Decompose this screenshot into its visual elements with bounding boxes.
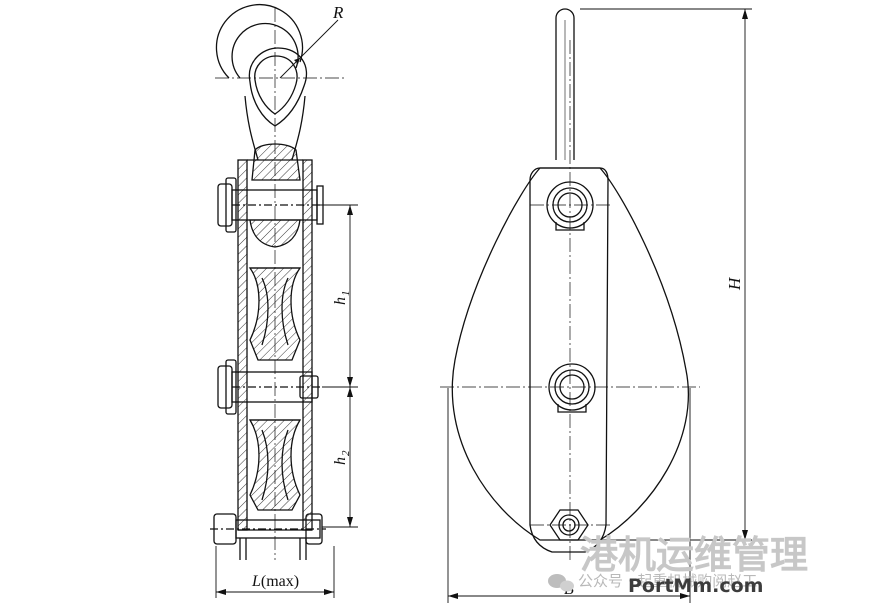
watermark-channel: 公众号 · 起重机械购阅赵工	[578, 572, 757, 590]
hook-eye	[215, 4, 308, 161]
watermark-main: 港机运维管理	[580, 533, 808, 577]
svg-text:h: h	[332, 457, 349, 465]
watermark-site: PortMm.com	[628, 575, 763, 597]
h1-label: h 1	[332, 291, 352, 306]
bottom-bolt	[210, 513, 326, 560]
middle-sheave	[248, 267, 302, 361]
middle-pin	[217, 359, 320, 415]
h2-label: h 2	[332, 450, 352, 465]
radius-callout: R	[279, 3, 344, 79]
upper-saddle	[251, 143, 301, 181]
length-dimension	[215, 546, 335, 598]
right-side-plate	[302, 159, 313, 531]
wechat-icon	[548, 574, 574, 592]
inner-strap	[529, 167, 609, 553]
height-label: H	[725, 276, 744, 291]
side-view-centerlines	[215, 8, 345, 560]
hook-shank	[555, 8, 575, 160]
left-side-plate	[237, 159, 248, 531]
side-view	[210, 4, 326, 560]
radius-label: R	[332, 3, 344, 22]
front-view-centerlines	[440, 40, 700, 560]
svg-text:1: 1	[340, 291, 352, 297]
middle-bushing	[548, 363, 596, 413]
svg-text:2: 2	[340, 450, 352, 456]
h-dimensions	[320, 204, 358, 528]
length-label: L(max)	[251, 573, 299, 590]
height-dimension	[580, 8, 752, 541]
svg-text:h: h	[332, 297, 349, 305]
watermark: 港机运维管理 公众号 · 起重机械购阅赵工 PortMm.com	[548, 533, 808, 597]
width-dimension	[447, 388, 691, 603]
